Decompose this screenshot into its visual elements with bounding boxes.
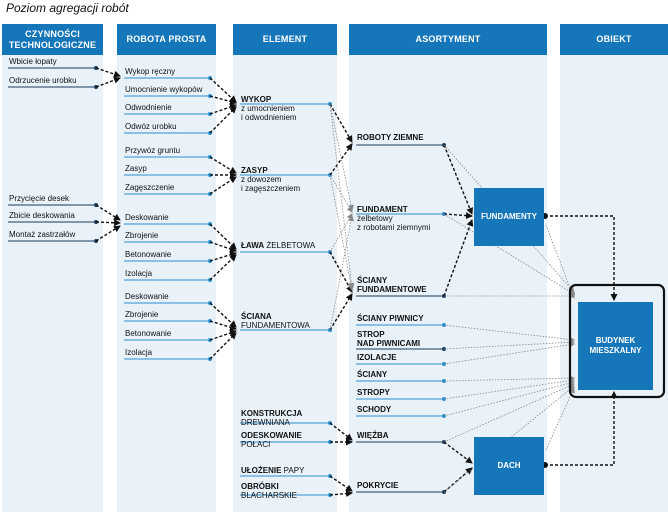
robota-item: Zbrojenie xyxy=(125,310,159,319)
box-dach: DACH xyxy=(474,437,544,495)
element-obrobki: OBRÓBKI BLACHARSKIE xyxy=(241,482,297,500)
column-czynnosci xyxy=(2,24,103,512)
element-name: KONSTRUKCJA xyxy=(241,409,303,418)
asortyment-fundament: FUNDAMENT żelbetowy z robotami ziemnymi xyxy=(357,205,430,233)
header-czynnosci: CZYNNOŚCI TECHNOLOGICZNE xyxy=(2,24,103,55)
element-name: OBRÓBKI xyxy=(241,482,279,491)
robota-item: Izolacja xyxy=(125,348,153,357)
robota-item: Betonowanie xyxy=(125,329,172,338)
asortyment-name: ŚCIANY xyxy=(357,276,388,285)
box-budynek-mieszkalny: BUDYNEK MIESZKALNY xyxy=(578,302,653,390)
asortyment-name: ŚCIANY xyxy=(357,370,388,379)
element-sub: POŁACI xyxy=(241,440,271,450)
element-name: ŚCIANA xyxy=(241,312,272,321)
element-sub: FUNDAMENTOWA xyxy=(241,321,310,331)
element-wykop: WYKOP z umocnieniem i odwodnieniem xyxy=(241,95,297,123)
underlines xyxy=(8,67,444,496)
robota-item: Zasyp xyxy=(125,164,147,173)
element-lawa: ŁAWA ŻELBETOWA xyxy=(241,241,315,250)
element-sub: z umocnieniem xyxy=(241,104,295,114)
element-name: ZASYP xyxy=(241,166,268,175)
asortyment-name: NAD PIWNICAMI xyxy=(357,339,421,349)
asortyment-strop: STROP NAD PIWNICAMI xyxy=(357,330,420,348)
element-sciana: ŚCIANA FUNDAMENTOWA xyxy=(241,312,310,330)
box-budynek-line1: BUDYNEK xyxy=(595,336,636,346)
element-sub: z dowozem xyxy=(241,175,282,185)
element-sub: ŻELBETOWA xyxy=(264,241,316,250)
element-name: WYKOP xyxy=(241,95,272,104)
element-sub: i odwodnieniem xyxy=(241,113,297,123)
robota-item: Izolacja xyxy=(125,269,153,278)
bold-arrows xyxy=(95,67,618,498)
column-asortyment xyxy=(349,24,547,512)
asortyment-name: STROP xyxy=(357,330,385,339)
czynnosc-item: Przycięcie desek xyxy=(9,194,70,203)
element-sub: PAPY xyxy=(281,466,305,475)
czynnosc-item: Odrzucenie urobku xyxy=(9,76,77,85)
czynnosc-item: Zbicie deskowania xyxy=(9,211,75,220)
asortyment-name: ROBOTY ZIEMNE xyxy=(357,133,424,142)
asortyment-sub: z robotami ziemnymi xyxy=(357,223,431,233)
robota-item: Wykop ręczny xyxy=(125,67,176,76)
czynnosc-item: Montaż zastrzałów xyxy=(9,230,76,239)
robota-item: Zbrojenie xyxy=(125,231,159,240)
asortyment-schody: SCHODY xyxy=(357,405,391,414)
header-robota: ROBOTA PROSTA xyxy=(117,24,216,55)
asortyment-pokrycie: POKRYCIE xyxy=(357,481,399,490)
element-odeskowanie: ODESKOWANIE POŁACI xyxy=(241,431,302,449)
box-budynek-line2: MIESZKALNY xyxy=(589,346,642,355)
robota-item: Odwodnienie xyxy=(125,103,172,112)
robota-item: Betonowanie xyxy=(125,250,172,259)
asortyment-name: WIĘŹBA xyxy=(357,431,389,440)
robota-item: Przywóz gruntu xyxy=(125,146,181,155)
asortyment-name: FUNDAMENTOWE xyxy=(357,285,427,295)
element-konstrukcja: KONSTRUKCJA DREWNIANA xyxy=(241,409,302,427)
asortyment-name: STROPY xyxy=(357,388,390,397)
header-asortyment: ASORTYMENT xyxy=(349,24,547,55)
asortyment-name: ŚCIANY PIWNICY xyxy=(357,314,424,323)
robota-item: Deskowanie xyxy=(125,292,169,301)
element-sub: i zagęszczeniem xyxy=(241,184,301,194)
asortyment-sub: żelbetowy xyxy=(357,214,393,224)
element-zasyp: ZASYP z dowozem i zagęszczeniem xyxy=(241,166,300,194)
column-element xyxy=(233,24,337,512)
element-name: UŁOŻENIE xyxy=(241,466,282,475)
robota-item: Odwóz urobku xyxy=(125,122,177,131)
asortyment-sciany: ŚCIANY xyxy=(357,370,387,379)
thin-arrows xyxy=(329,103,576,493)
asortyment-name: SCHODY xyxy=(357,405,392,414)
page-title: Poziom agregacji robót xyxy=(6,1,129,15)
asortyment-name: POKRYCIE xyxy=(357,481,399,490)
asortyment-roboty-ziemne: ROBOTY ZIEMNE xyxy=(357,133,424,142)
element-ulozenie: UŁOŻENIE PAPY xyxy=(241,466,304,475)
element-sub: DREWNIANA xyxy=(241,418,290,428)
asortyment-sciany-piwnicy: ŚCIANY PIWNICY xyxy=(357,314,424,323)
asortyment-name: FUNDAMENT xyxy=(357,205,408,214)
column-robota xyxy=(117,24,216,512)
budynek-frame xyxy=(568,283,666,399)
header-element: ELEMENT xyxy=(233,24,337,55)
robota-item: Zagęszczenie xyxy=(125,183,175,192)
header-obiekt: OBIEKT xyxy=(560,24,668,55)
robota-item: Deskowanie xyxy=(125,213,169,222)
asortyment-sciany-fundamentowe: ŚCIANY FUNDAMENTOWE xyxy=(357,276,427,294)
asortyment-name: IZOLACJE xyxy=(357,353,397,362)
element-name: ŁAWA xyxy=(241,241,265,250)
asortyment-stropy: STROPY xyxy=(357,388,390,397)
box-fundamenty: FUNDAMENTY xyxy=(474,188,544,246)
asortyment-izolacje: IZOLACJE xyxy=(357,353,397,362)
robota-item: Umocnienie wykopów xyxy=(125,85,203,94)
element-name: ODESKOWANIE xyxy=(241,431,302,440)
asortyment-wiezba: WIĘŹBA xyxy=(357,431,389,440)
czynnosc-item: Wbicie łopaty xyxy=(9,57,57,66)
element-sub: BLACHARSKIE xyxy=(241,491,298,501)
